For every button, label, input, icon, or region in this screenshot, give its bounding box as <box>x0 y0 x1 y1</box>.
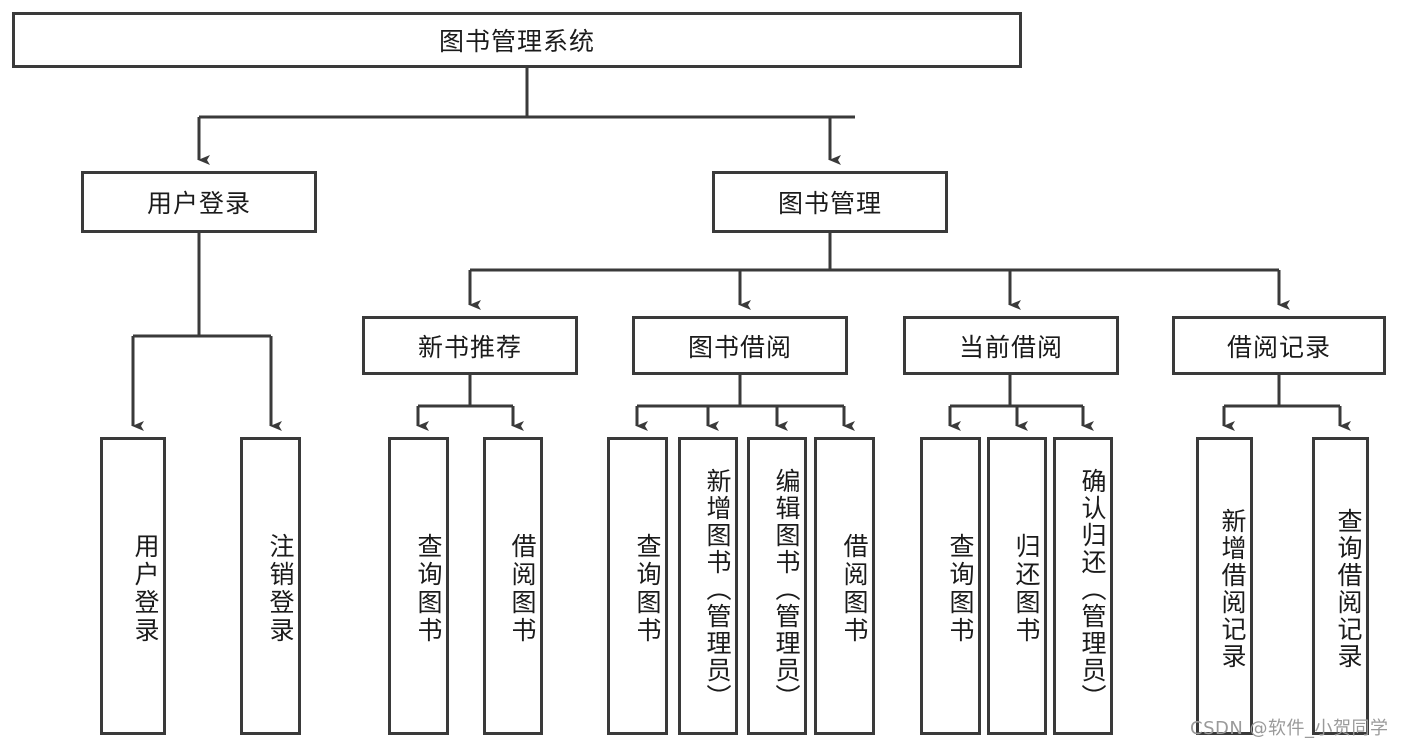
leaf-edit-book-admin-label: 编辑图书（管理员） <box>772 467 801 711</box>
leaf-query-borrow-record[interactable]: 查询借阅记录 <box>1312 437 1369 735</box>
node-borrow-record-label: 借阅记录 <box>1226 332 1331 362</box>
leaf-confirm-return-admin-label: 确认归还（管理员） <box>1078 467 1107 711</box>
node-root[interactable]: 图书管理系统 <box>12 12 1022 68</box>
leaf-borrow-book-label: 借阅图书 <box>840 533 869 645</box>
leaf-add-borrow-record[interactable]: 新增借阅记录 <box>1196 437 1253 735</box>
leaf-query-book-borrow-label: 查询图书 <box>633 533 662 645</box>
node-root-label: 图书管理系统 <box>438 27 595 56</box>
node-user-login-label: 用户登录 <box>146 189 251 218</box>
leaf-add-book-admin[interactable]: 新增图书（管理员） <box>678 437 738 735</box>
leaf-borrow-book[interactable]: 借阅图书 <box>814 437 875 735</box>
node-new-book-recommend-label: 新书推荐 <box>417 332 522 362</box>
leaf-query-book-current-label: 查询图书 <box>946 533 975 645</box>
node-book-borrow[interactable]: 图书借阅 <box>632 316 848 375</box>
leaf-logout-label: 注销登录 <box>266 533 295 645</box>
leaf-query-borrow-record-label: 查询借阅记录 <box>1334 508 1363 670</box>
leaf-add-book-admin-label: 新增图书（管理员） <box>703 467 732 711</box>
leaf-borrow-book-rec-label: 借阅图书 <box>508 533 537 645</box>
node-book-management-label: 图书管理 <box>777 189 882 218</box>
leaf-return-book-label: 归还图书 <box>1012 533 1041 645</box>
leaf-confirm-return-admin[interactable]: 确认归还（管理员） <box>1053 437 1113 735</box>
leaf-add-borrow-record-label: 新增借阅记录 <box>1218 508 1247 670</box>
leaf-query-book-borrow[interactable]: 查询图书 <box>607 437 668 735</box>
leaf-query-book-rec[interactable]: 查询图书 <box>388 437 449 735</box>
leaf-query-book-current[interactable]: 查询图书 <box>920 437 981 735</box>
leaf-user-login[interactable]: 用户登录 <box>100 437 166 735</box>
node-borrow-record[interactable]: 借阅记录 <box>1172 316 1386 375</box>
node-book-management[interactable]: 图书管理 <box>712 171 948 233</box>
leaf-logout[interactable]: 注销登录 <box>240 437 301 735</box>
node-user-login[interactable]: 用户登录 <box>81 171 317 233</box>
node-new-book-recommend[interactable]: 新书推荐 <box>362 316 578 375</box>
node-current-borrow-label: 当前借阅 <box>958 332 1063 362</box>
leaf-query-book-rec-label: 查询图书 <box>414 533 443 645</box>
leaf-edit-book-admin[interactable]: 编辑图书（管理员） <box>747 437 807 735</box>
leaf-user-login-label: 用户登录 <box>131 533 160 645</box>
leaf-return-book[interactable]: 归还图书 <box>987 437 1047 735</box>
node-current-borrow[interactable]: 当前借阅 <box>903 316 1119 375</box>
node-book-borrow-label: 图书借阅 <box>687 332 792 362</box>
leaf-borrow-book-rec[interactable]: 借阅图书 <box>483 437 543 735</box>
csdn-watermark: CSDN @软件_小贺同学 <box>1190 718 1389 739</box>
